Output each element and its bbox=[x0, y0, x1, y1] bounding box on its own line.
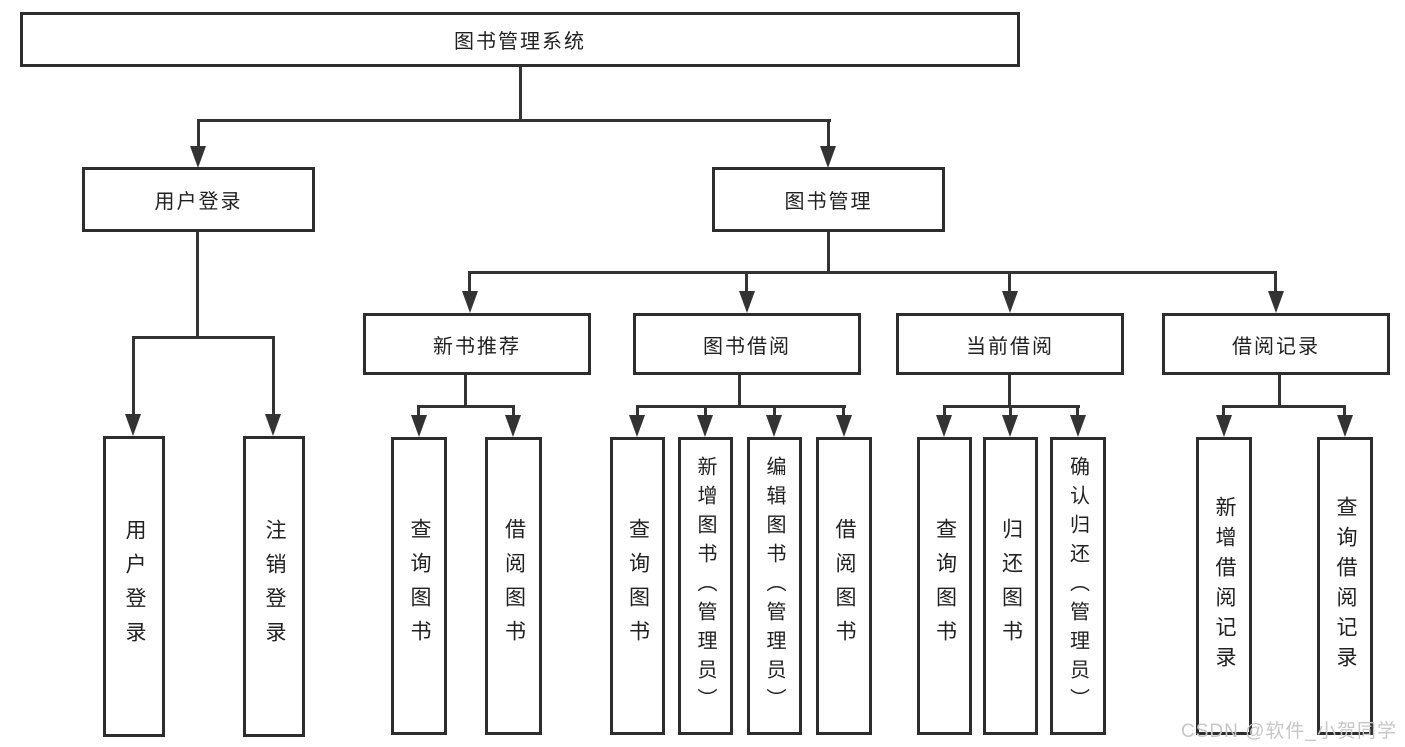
connector-line bbox=[636, 405, 639, 417]
arrow-down-icon bbox=[820, 146, 836, 168]
connector-line bbox=[842, 405, 845, 417]
connector-line bbox=[464, 375, 467, 405]
node-root-label: 图书管理系统 bbox=[454, 31, 586, 53]
arrow-down-icon bbox=[1216, 415, 1232, 437]
connector-line bbox=[1008, 271, 1011, 293]
leaf-query-book-2: 查询图书 bbox=[610, 437, 665, 735]
connector-line bbox=[1278, 375, 1281, 405]
connector-line bbox=[1274, 271, 1277, 293]
leaf-borrow-book-1-label: 借阅图书 bbox=[502, 518, 526, 654]
arrow-down-icon bbox=[125, 414, 141, 436]
leaf-add-book-admin: 新增图书（管理员） bbox=[678, 437, 733, 735]
connector-line bbox=[1008, 375, 1011, 405]
arrow-down-icon bbox=[739, 291, 755, 313]
arrow-down-icon bbox=[1268, 291, 1284, 313]
connector-line bbox=[1343, 405, 1346, 417]
connector-line bbox=[1222, 405, 1225, 417]
arrow-down-icon bbox=[505, 415, 521, 437]
connector-line bbox=[132, 336, 135, 416]
arrow-down-icon bbox=[1070, 415, 1086, 437]
leaf-query-borrow-record-label: 查询借阅记录 bbox=[1334, 496, 1357, 676]
node-borrow-records: 借阅记录 bbox=[1162, 313, 1390, 375]
connector-line bbox=[417, 405, 420, 417]
connector-line bbox=[132, 336, 275, 339]
leaf-add-borrow-record: 新增借阅记录 bbox=[1196, 437, 1252, 735]
leaf-return-book-label: 归还图书 bbox=[999, 518, 1023, 654]
connector-line bbox=[773, 405, 776, 417]
connector-line bbox=[197, 119, 200, 148]
node-new-book-recommend: 新书推荐 bbox=[363, 313, 591, 375]
connector-line bbox=[943, 405, 946, 417]
leaf-add-book-admin-label: 新增图书（管理员） bbox=[694, 455, 716, 717]
connector-line bbox=[1009, 405, 1012, 417]
leaf-user-login: 用户登录 bbox=[103, 436, 165, 737]
connector-line bbox=[827, 232, 830, 271]
leaf-query-book-3: 查询图书 bbox=[917, 437, 972, 735]
connector-line bbox=[745, 271, 748, 293]
node-root: 图书管理系统 bbox=[20, 12, 1020, 67]
arrow-down-icon bbox=[629, 415, 645, 437]
arrow-down-icon bbox=[190, 146, 206, 168]
connector-line bbox=[704, 405, 707, 417]
leaf-borrow-book-1: 借阅图书 bbox=[485, 437, 542, 735]
leaf-borrow-book-2-label: 借阅图书 bbox=[833, 518, 856, 654]
arrow-down-icon bbox=[265, 414, 281, 436]
connector-line bbox=[468, 271, 1277, 274]
node-current-borrow-label: 当前借阅 bbox=[966, 335, 1054, 358]
connector-line bbox=[738, 375, 741, 405]
arrow-down-icon bbox=[1002, 291, 1018, 313]
node-new-book-recommend-label: 新书推荐 bbox=[433, 335, 521, 358]
connector-line bbox=[1222, 405, 1346, 408]
connector-line bbox=[468, 271, 471, 293]
connector-line bbox=[827, 119, 830, 148]
arrow-down-icon bbox=[462, 291, 478, 313]
leaf-edit-book-admin-label: 编辑图书（管理员） bbox=[763, 455, 785, 717]
leaf-query-borrow-record: 查询借阅记录 bbox=[1317, 437, 1373, 735]
arrow-down-icon bbox=[936, 415, 952, 437]
leaf-user-login-label: 用户登录 bbox=[123, 518, 146, 655]
leaf-query-book-1: 查询图书 bbox=[391, 437, 447, 735]
arrow-down-icon bbox=[1002, 415, 1018, 437]
leaf-borrow-book-2: 借阅图书 bbox=[816, 437, 872, 735]
arrow-down-icon bbox=[1337, 415, 1353, 437]
leaf-confirm-return-admin-label: 确认归还（管理员） bbox=[1066, 455, 1089, 717]
connector-line bbox=[512, 405, 515, 417]
connector-line bbox=[196, 232, 199, 336]
arrow-down-icon bbox=[836, 415, 852, 437]
leaf-edit-book-admin: 编辑图书（管理员） bbox=[747, 437, 802, 735]
node-current-borrow: 当前借阅 bbox=[896, 313, 1124, 375]
node-book-borrow: 图书借阅 bbox=[633, 313, 861, 375]
leaf-query-book-2-label: 查询图书 bbox=[626, 518, 650, 654]
leaf-logout-label: 注销登录 bbox=[263, 518, 286, 655]
leaf-query-book-1-label: 查询图书 bbox=[408, 518, 431, 654]
node-book-management: 图书管理 bbox=[712, 167, 945, 232]
leaf-add-borrow-record-label: 新增借阅记录 bbox=[1213, 496, 1236, 676]
connector-line bbox=[417, 405, 515, 408]
arrow-down-icon bbox=[697, 415, 713, 437]
leaf-logout: 注销登录 bbox=[243, 436, 305, 737]
connector-line bbox=[1076, 405, 1079, 417]
connector-line bbox=[519, 67, 522, 119]
arrow-down-icon bbox=[766, 415, 782, 437]
csdn-watermark: CSDN @软件_小贺同学 bbox=[1181, 721, 1397, 742]
node-book-borrow-label: 图书借阅 bbox=[703, 335, 791, 358]
leaf-return-book: 归还图书 bbox=[983, 437, 1038, 735]
leaf-confirm-return-admin: 确认归还（管理员） bbox=[1050, 437, 1106, 735]
connector-line bbox=[636, 405, 846, 408]
node-book-management-label: 图书管理 bbox=[784, 191, 873, 213]
node-borrow-records-label: 借阅记录 bbox=[1232, 335, 1320, 358]
leaf-query-book-3-label: 查询图书 bbox=[933, 518, 957, 654]
node-user-login-label: 用户登录 bbox=[154, 191, 243, 213]
arrow-down-icon bbox=[411, 415, 427, 437]
node-user-login: 用户登录 bbox=[82, 167, 315, 232]
connector-line bbox=[272, 336, 275, 416]
connector-line bbox=[197, 119, 831, 122]
